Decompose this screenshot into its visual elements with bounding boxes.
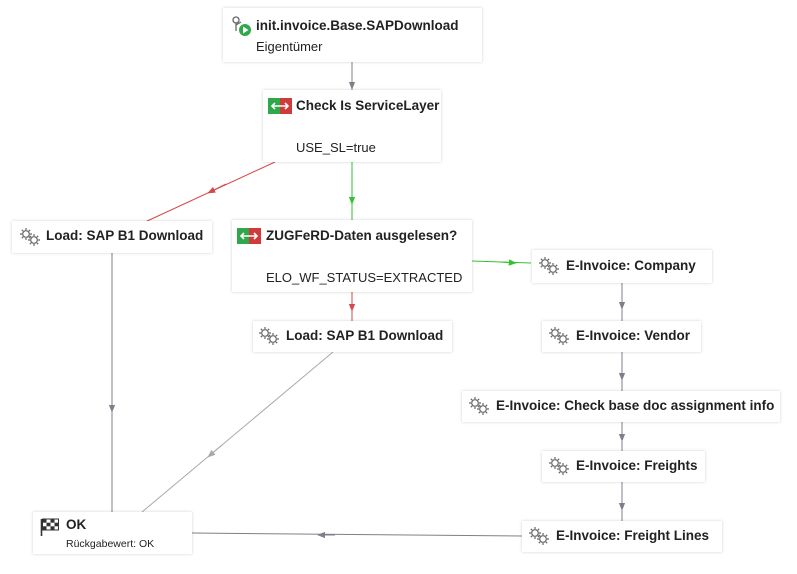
task-e-invoice-vendor-title: E-Invoice: Vendor — [576, 328, 691, 343]
task-e-invoice-vendor[interactable]: E-Invoice: Vendor — [542, 321, 701, 352]
decision-check-servicelayer[interactable]: Check Is ServiceLayer USE_SL=true — [263, 90, 441, 162]
gear-icon — [548, 326, 570, 349]
gear-icon — [468, 396, 490, 419]
end-node-ok-return-value: Rückgabewert: OK — [66, 538, 155, 550]
task-e-invoice-freights[interactable]: E-Invoice: Freights — [542, 451, 705, 482]
task-e-invoice-check-base-doc-title: E-Invoice: Check base doc assignment inf… — [496, 398, 775, 413]
decision-zugferd[interactable]: ZUGFeRD-Daten ausgelesen? ELO_WF_STATUS=… — [232, 220, 472, 292]
finish-flag-icon — [40, 518, 60, 539]
decision-zugferd-condition: ELO_WF_STATUS=EXTRACTED — [266, 270, 463, 285]
task-e-invoice-check-base-doc[interactable]: E-Invoice: Check base doc assignment inf… — [462, 391, 780, 422]
edge-freight-lines-to-ok — [191, 532, 523, 537]
task-e-invoice-company-title: E-Invoice: Company — [566, 258, 696, 273]
end-node-ok[interactable]: OK Rückgabewert: OK — [33, 512, 192, 554]
gear-icon — [538, 256, 560, 279]
end-node-ok-title: OK — [66, 517, 87, 532]
task-e-invoice-freight-lines-title: E-Invoice: Freight Lines — [556, 528, 710, 543]
decision-icon — [268, 98, 292, 117]
edge-check-to-load-left-arrow — [207, 183, 227, 194]
gear-icon — [258, 326, 280, 349]
edge-zugferd-to-company-arrow — [499, 259, 517, 266]
gear-icon — [528, 526, 550, 549]
start-node-subtitle: Eigentümer — [256, 39, 323, 54]
gear-icon — [19, 227, 41, 250]
decision-check-servicelayer-condition: USE_SL=true — [296, 140, 376, 155]
task-e-invoice-freights-title: E-Invoice: Freights — [576, 458, 698, 473]
decision-zugferd-title: ZUGFeRD-Daten ausgelesen? — [266, 228, 458, 243]
edge-load-mid-to-ok — [141, 351, 334, 513]
task-e-invoice-freight-lines[interactable]: E-Invoice: Freight Lines — [522, 521, 722, 552]
task-load-sap-b1-download-mid[interactable]: Load: SAP B1 Download — [253, 321, 452, 352]
start-node-title: init.invoice.Base.SAPDownload — [256, 18, 459, 33]
workflow-start-icon — [231, 16, 252, 40]
task-load-left-title: Load: SAP B1 Download — [46, 228, 204, 243]
start-node[interactable]: init.invoice.Base.SAPDownload Eigentümer — [223, 8, 482, 62]
edge-load-mid-to-ok-arrow — [207, 444, 223, 458]
decision-icon — [237, 228, 261, 247]
decision-check-servicelayer-title: Check Is ServiceLayer — [296, 98, 440, 113]
task-e-invoice-company[interactable]: E-Invoice: Company — [532, 250, 712, 283]
task-load-sap-b1-download-left[interactable]: Load: SAP B1 Download — [12, 221, 212, 253]
task-load-mid-title: Load: SAP B1 Download — [286, 328, 444, 343]
gear-icon — [548, 456, 570, 479]
